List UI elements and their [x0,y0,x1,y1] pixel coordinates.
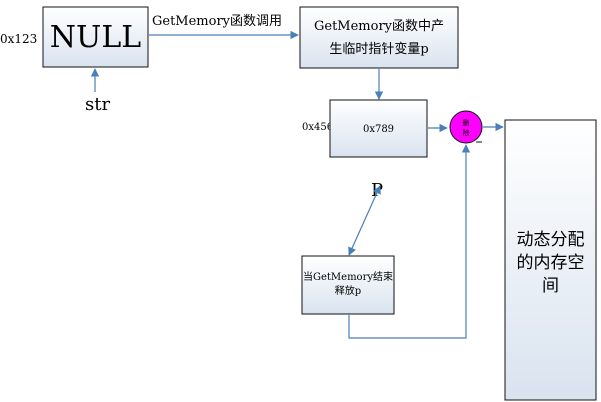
memory-box-line2: 的内存空 [517,253,585,273]
delete-marker-line2: 除 [463,128,470,137]
str-pointer-label: str [85,94,110,115]
p-box-address: 0x456 [302,122,333,133]
temp-pointer-line1: GetMemory函数中产 [314,19,444,34]
memory-box-line1: 动态分配 [517,230,585,250]
null-box [42,6,149,68]
temp-pointer-line2: 生临时指针变量p [329,41,428,57]
temp-pointer-box [299,6,459,69]
call-arrow-label: GetMemory函数调用 [152,14,282,29]
null-box-content: NULL [50,20,141,55]
dynamic-memory-box [504,119,597,401]
delete-marker-line1: 删 [463,118,470,127]
release-box [301,255,395,315]
p-box-content: 0x789 [363,124,394,135]
release-to-delete-connector [348,144,471,339]
p-box [329,99,428,158]
delete-marker [449,110,483,144]
p-pointer-label: P [371,180,383,201]
release-box-line2: 释放p [335,284,361,297]
pointer-release-arrow [348,185,381,256]
release-box-line1: 当GetMemory结束 [303,270,393,283]
memory-box-line3: 间 [542,276,559,296]
null-box-address: 0x123 [0,32,37,46]
